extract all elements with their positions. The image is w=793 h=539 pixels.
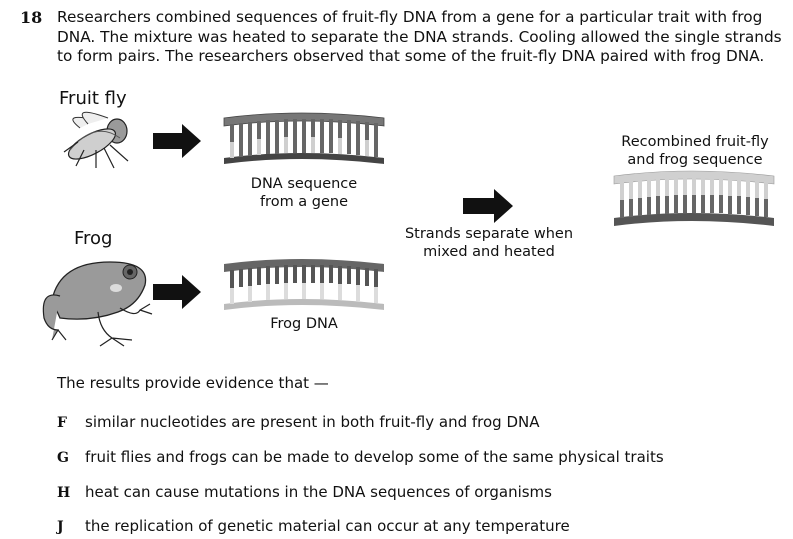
question-number: 18: [20, 8, 43, 27]
separate-label: Strands separate when mixed and heated: [404, 226, 574, 260]
recombined-dna-strand: [613, 170, 775, 226]
frog-dna-strand: [224, 259, 384, 310]
recombined-label: Recombined fruit-fly and frog sequence: [621, 134, 769, 168]
arrow-fly-to-dna-icon: [153, 124, 201, 158]
arrow-separate-icon: [463, 189, 513, 223]
question-prompt: The results provide evidence that —: [57, 374, 329, 392]
question-stem: Researchers combined sequences of fruit-…: [57, 8, 782, 65]
fly-dna-strand: [223, 112, 385, 164]
frog-label: Frog: [74, 228, 113, 249]
fruit-fly-illustration: [63, 111, 129, 169]
dna-gene-label: DNA sequence from a gene: [250, 176, 358, 210]
fruit-fly-label: Fruit fly: [59, 88, 127, 109]
frog-dna-label: Frog DNA: [270, 316, 338, 332]
frog-illustration: [42, 261, 153, 347]
arrow-frog-to-dna-icon: [153, 275, 201, 309]
